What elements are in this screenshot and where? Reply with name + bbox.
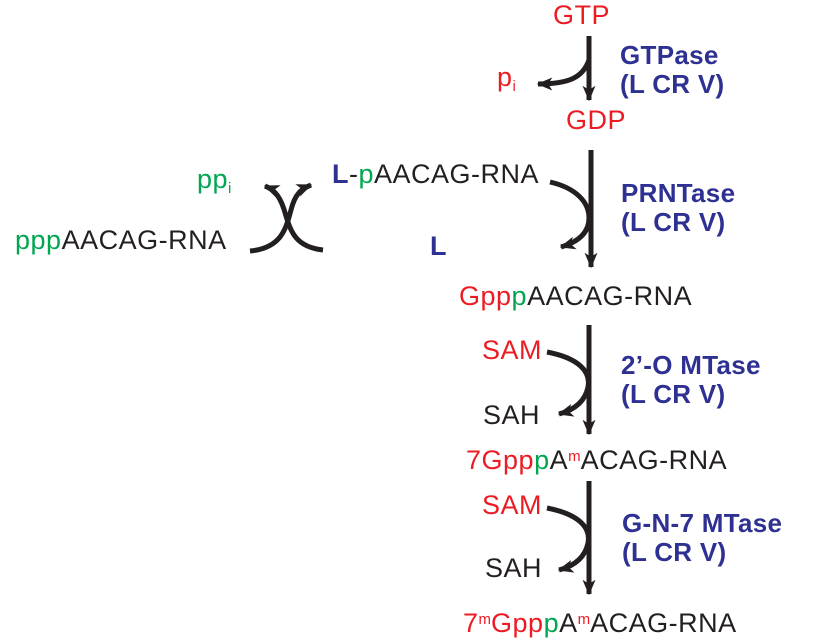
lp-rna-body: AACAG-RNA (374, 159, 540, 189)
prntase-site: (L CR V) (621, 207, 726, 237)
gtpase-name: GTPase (620, 40, 719, 70)
sah-label-2: SAH (485, 553, 543, 583)
cap0-rna-phosphate: p (534, 445, 550, 475)
pi-release-arrow (536, 59, 592, 91)
pi-subscript: i (512, 78, 516, 95)
gtpase-site: (L CR V) (620, 69, 725, 99)
cap1-rna-adenosine: A (559, 608, 578, 638)
ppi-subscript: i (228, 180, 232, 197)
gppp-rna-label: GpppAACAG-RNA (459, 283, 692, 310)
omtase-label: 2’-O MTase (L CR V) (621, 351, 761, 409)
ppi-label: ppi (197, 164, 232, 197)
gppp-rna-body: AACAG-RNA (527, 281, 693, 311)
ppp-rna-phosphates: ppp (15, 225, 62, 255)
ppi-base: pp (197, 164, 229, 194)
l-protein-label: L (430, 231, 447, 261)
pi-base: p (497, 62, 513, 92)
lp-rna-dash: - (349, 159, 359, 189)
n7mtase-site: (L CR V) (622, 537, 727, 567)
lp-rna-label: L-pAACAG-RNA (332, 161, 539, 188)
cap1-rna-phosphate: p (543, 608, 560, 638)
cap1-rna-body: ACAG-RNA (590, 608, 737, 638)
ppp-rna-label: pppAACAG-RNA (15, 227, 227, 254)
cap1-rna-label: 7mGpppAmACAG-RNA (463, 610, 737, 637)
prntase-label: PRNTase (L CR V) (621, 179, 735, 237)
cap1-rna-methyl-g: m (478, 611, 492, 628)
ppp-rna-body: AACAG-RNA (61, 225, 227, 255)
n7mtase-label: G-N-7 MTase (L CR V) (622, 509, 782, 567)
cap1-rna-cap: Gpp (491, 608, 544, 638)
ppi-release-arrow (263, 183, 324, 253)
sam-label-1: SAM (482, 335, 543, 365)
cap0-rna-methyl: m (568, 448, 581, 465)
sam-sah-arrow-2 (546, 505, 591, 573)
prntase-name: PRNTase (621, 178, 736, 208)
sam-sah-arrow-1 (546, 349, 591, 417)
omtase-name: 2’-O MTase (621, 350, 761, 380)
gtpase-label: GTPase (L CR V) (620, 41, 724, 99)
pprna-to-lprna-arrow (249, 182, 313, 254)
lprna-merge-arrow (549, 179, 592, 250)
gppp-rna-cap: Gpp (459, 281, 512, 311)
sam-label-2: SAM (482, 490, 543, 520)
gppp-rna-phosphate: p (511, 281, 528, 311)
n7mtase-name: G-N-7 MTase (622, 508, 783, 538)
lp-rna-phosphate: p (358, 159, 375, 189)
cap0-rna-body: ACAG-RNA (580, 445, 728, 475)
cap1-rna-seven: 7 (463, 608, 479, 638)
sah-label-1: SAH (483, 400, 541, 430)
gtp-label: GTP (553, 0, 611, 30)
cap1-rna-methyl-a: m (577, 611, 591, 628)
cap0-rna-adenosine: A (549, 445, 569, 475)
lp-rna-l: L (332, 159, 349, 189)
omtase-site: (L CR V) (621, 379, 726, 409)
cap0-rna-cap: 7Gpp (466, 445, 535, 475)
cap0-rna-label: 7GpppAmACAG-RNA (466, 447, 727, 474)
pi-label: pi (497, 62, 516, 95)
gdp-label: GDP (566, 105, 627, 135)
